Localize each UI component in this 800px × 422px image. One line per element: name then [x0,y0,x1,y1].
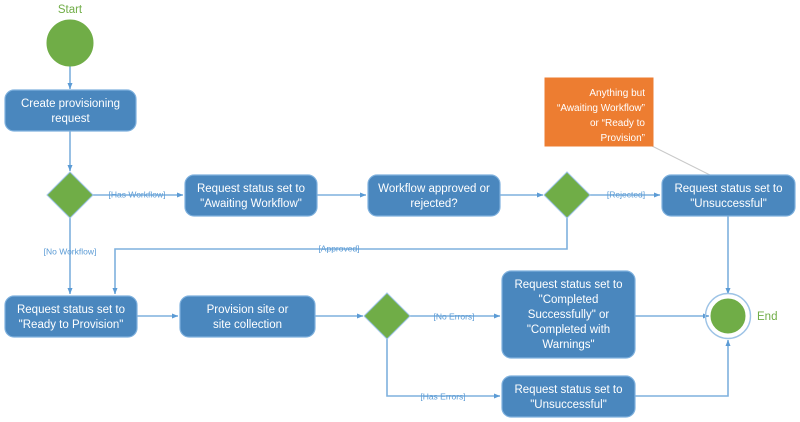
end-node-outer-ring [704,292,752,340]
edge-label-approved: [Approved] [318,243,359,253]
unsuccessful-bottom-line-2: "Unsuccessful" [530,399,607,411]
provision-site-line-1: Provision site or [207,304,289,316]
create-request-line-1: Create provisioning [21,98,120,110]
node-workflow-approved-question[interactable]: Workflow approved or rejected? [367,174,501,217]
callout-leader-line [651,145,713,177]
end-terminal[interactable]: End [704,292,778,340]
unsuccessful-top-box[interactable] [661,174,796,217]
provision-site-line-2: site collection [213,319,282,331]
connectors: Awaiting Workflow --> Unsuccessful (top)… [67,66,731,399]
edge-label-no-errors: [No Errors] [433,311,474,321]
completed-box[interactable] [501,270,636,359]
workflow-approved-line-1: Workflow approved or [378,183,490,195]
create-request-line-2: request [51,113,90,125]
awaiting-workflow-line-1: Request status set to [197,183,305,195]
node-provision-site[interactable]: Provision site or site collection [179,295,316,338]
ready-to-provision-box[interactable] [4,295,138,338]
node-create-request[interactable]: Create provisioning request [4,89,137,132]
completed-line-5: Warnings" [542,339,594,351]
ready-to-provision-line-2: "Ready to Provision" [19,319,124,331]
edge-labels: [Has Workflow] [No Workflow] [Approved] … [44,189,646,401]
start-node-circle[interactable] [46,19,94,67]
unsuccessful-top-line-1: Request status set to [674,183,782,195]
end-node-circle[interactable] [710,298,746,334]
completed-line-3: Successfully" or [528,309,610,321]
callout-note[interactable]: Anything but “Awaiting Workflow” or “Rea… [544,77,654,147]
workflow-approved-box[interactable] [367,174,501,217]
callout-line-2: “Awaiting Workflow” [557,103,645,114]
error-check-diamond[interactable] [363,292,411,340]
awaiting-workflow-box[interactable] [184,174,318,217]
node-completed[interactable]: Request status set to "Completed Success… [501,270,636,359]
node-unsuccessful-bottom[interactable]: Request status set to "Unsuccessful" [501,375,636,418]
edge-label-has-workflow: [Has Workflow] [109,189,166,199]
edge-haserrors-to-unsuccessful [386,339,501,399]
unsuccessful-bottom-line-1: Request status set to [514,384,622,396]
workflow-check-diamond[interactable] [46,171,94,219]
node-ready-to-provision[interactable]: Request status set to "Ready to Provisio… [4,295,138,338]
workflow-approved-line-2: rejected? [410,198,457,210]
completed-line-2: "Completed [539,294,599,306]
awaiting-workflow-line-2: "Awaiting Workflow" [200,198,302,210]
edge-label-has-errors: [Has Errors] [420,391,465,401]
error-check-decision[interactable] [363,292,411,340]
edge-label-no-workflow: [No Workflow] [44,246,97,256]
edge-label-rejected: [Rejected] [607,189,645,199]
approval-result-diamond[interactable] [543,171,591,219]
callout-line-3: or “Ready to [590,118,645,129]
callout-line-4: Provision” [601,133,645,144]
callout-box[interactable] [544,77,654,147]
end-label: End [757,311,777,323]
workflow-check-decision[interactable] [46,171,94,219]
provision-site-box[interactable] [179,295,316,338]
edge-approved-to-readytoprovision [112,218,568,295]
start-label: Start [58,4,83,16]
node-awaiting-workflow[interactable]: Request status set to "Awaiting Workflow… [184,174,318,217]
edge-unsuccessfulbottom-to-end [635,339,731,397]
completed-line-4: "Completed with [527,324,610,336]
callout-line-1: Anything but [589,88,645,99]
completed-line-1: Request status set to [514,279,622,291]
unsuccessful-top-line-2: "Unsuccessful" [690,198,767,210]
approval-result-decision[interactable] [543,171,591,219]
create-request-box[interactable] [4,89,137,132]
ready-to-provision-line-1: Request status set to [17,304,125,316]
start-terminal[interactable]: Start [46,4,94,67]
node-unsuccessful-top[interactable]: Request status set to "Unsuccessful" [661,174,796,217]
unsuccessful-bottom-box[interactable] [501,375,636,418]
